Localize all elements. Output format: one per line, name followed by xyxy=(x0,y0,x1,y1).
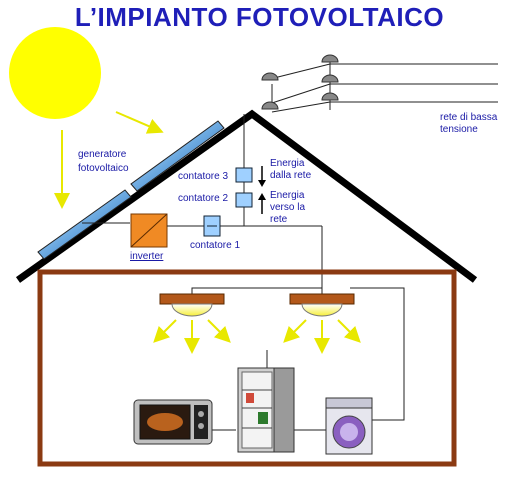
lamp-icon xyxy=(159,293,225,317)
energy-in-label-2: dalla rete xyxy=(270,170,312,181)
meter-1-label: contatore 1 xyxy=(190,240,240,251)
energy-out-label-2: verso la xyxy=(270,202,305,213)
insulator-icon xyxy=(261,54,339,110)
grid-label-1: rete di bassa xyxy=(440,112,498,123)
meter-3-icon xyxy=(235,167,253,183)
sun-ray xyxy=(115,111,164,134)
energy-out-label-1: Energia xyxy=(270,190,305,201)
meter-2-label: contatore 2 xyxy=(178,193,228,204)
diagram-title: L’IMPIANTO FOTOVOLTAICO xyxy=(74,2,445,32)
meter-2-icon xyxy=(235,192,253,208)
washing-machine-icon xyxy=(325,397,373,455)
energy-in-label-1: Energia xyxy=(270,158,305,169)
inverter-label: inverter xyxy=(130,251,164,262)
oven-icon xyxy=(133,399,213,445)
generator-label-2: fotovoltaico xyxy=(78,163,129,174)
meter-3-label: contatore 3 xyxy=(178,171,228,182)
generator-label-1: generatore xyxy=(78,149,127,160)
roof xyxy=(15,109,478,283)
meter-1-icon xyxy=(203,215,221,237)
light-rays xyxy=(153,319,361,354)
lamp-icon xyxy=(289,293,355,317)
sun-icon xyxy=(9,27,101,119)
solar-panel-icon xyxy=(37,120,225,260)
room xyxy=(37,269,457,467)
fridge-icon xyxy=(237,367,295,453)
inverter-icon xyxy=(130,213,168,248)
grid-label-2: tensione xyxy=(440,124,478,135)
energy-out-label-3: rete xyxy=(270,214,288,225)
